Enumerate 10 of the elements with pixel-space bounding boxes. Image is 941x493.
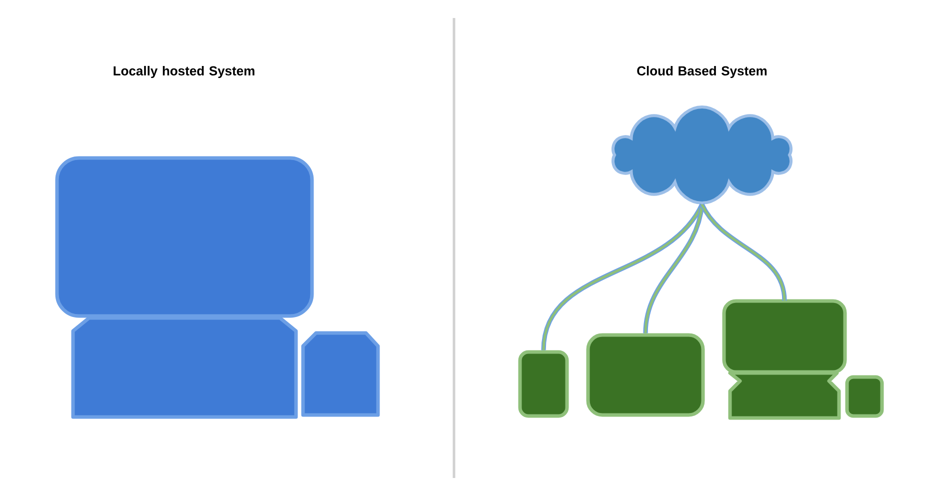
cable <box>643 204 704 334</box>
title: Cloud Based System <box>637 66 767 78</box>
device-box <box>586 333 705 417</box>
title: Locally hosted System <box>114 66 254 78</box>
device-box <box>518 350 569 418</box>
cable <box>541 203 704 351</box>
device-box <box>845 375 884 418</box>
cable <box>700 203 787 302</box>
cloud <box>612 106 793 204</box>
computer-drawing <box>722 299 847 420</box>
